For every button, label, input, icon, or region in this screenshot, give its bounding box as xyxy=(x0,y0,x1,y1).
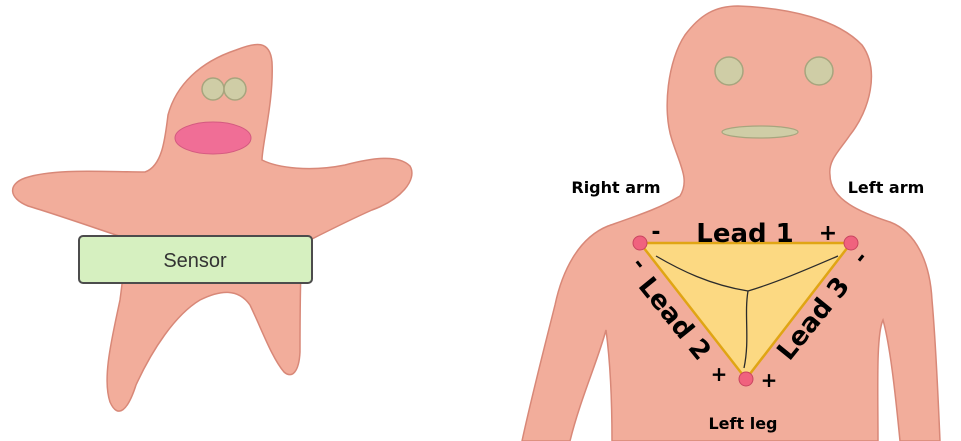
sign-lead2-positive: + xyxy=(711,362,728,386)
left-figure: Sensor xyxy=(13,44,412,411)
person-mouth xyxy=(722,126,798,138)
person-right-eye xyxy=(805,57,833,85)
sign-lead3-positive: + xyxy=(761,368,778,392)
electrode-left-leg xyxy=(739,372,753,386)
sensor-box: Sensor xyxy=(79,236,312,283)
right-figure: Right arm Left arm Left leg Lead 1 Lead … xyxy=(522,6,940,441)
sign-lead1-negative: - xyxy=(651,220,660,245)
label-lead-1: Lead 1 xyxy=(696,219,794,249)
label-left-arm: Left arm xyxy=(848,178,925,197)
electrode-left-arm xyxy=(844,236,858,250)
sensor-label: Sensor xyxy=(163,250,227,272)
sign-lead1-positive: + xyxy=(819,221,837,246)
creature-mouth xyxy=(175,122,251,154)
right-eye xyxy=(224,78,246,100)
left-eye xyxy=(202,78,224,100)
label-left-leg: Left leg xyxy=(708,414,777,433)
person-left-eye xyxy=(715,57,743,85)
label-right-arm: Right arm xyxy=(571,178,660,197)
electrode-right-arm xyxy=(633,236,647,250)
